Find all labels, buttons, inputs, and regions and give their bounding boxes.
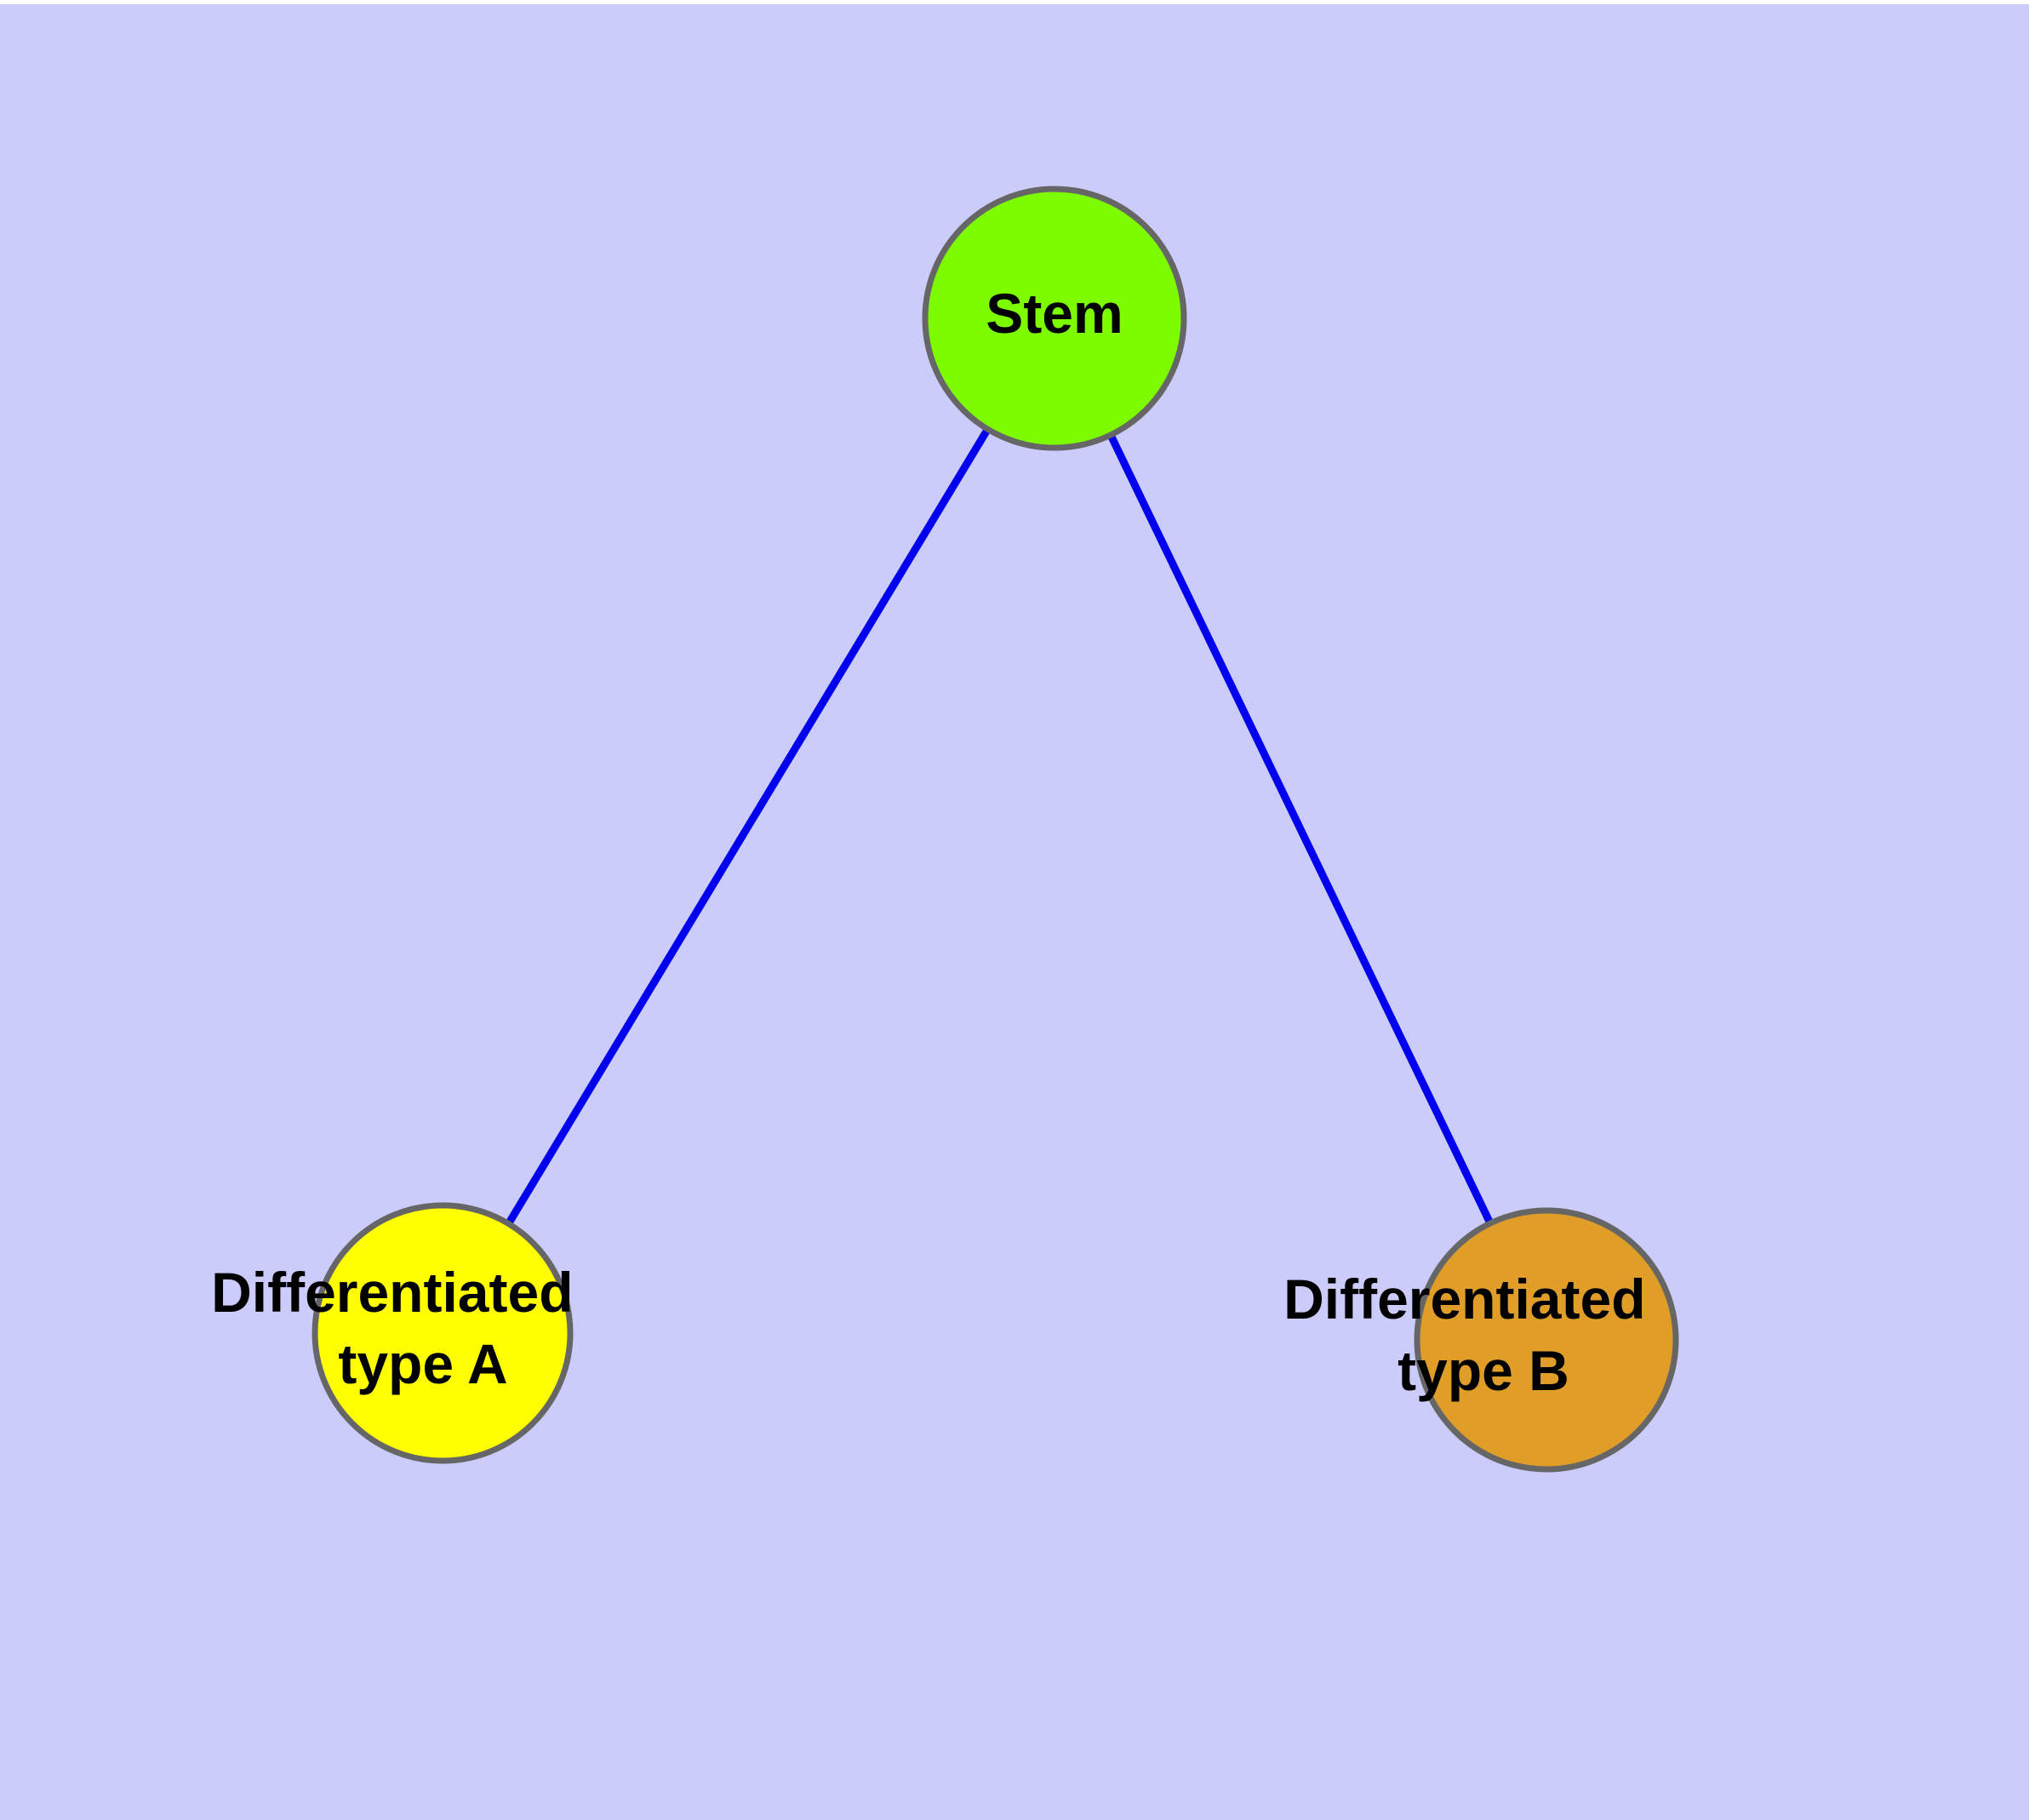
node-label-differentiated-a-line-2: type A — [338, 1332, 507, 1395]
edge-stem-to-differentiated-b[interactable] — [1106, 430, 1495, 1228]
edges-layer — [503, 424, 1495, 1229]
node-label-differentiated-a: Differentiated type A — [211, 1261, 589, 1395]
node-circle-differentiated-b[interactable] — [1414, 1207, 1679, 1473]
node-circle-differentiated-a[interactable] — [311, 1202, 574, 1464]
node-label-differentiated-b-line-2: type B — [1397, 1339, 1569, 1402]
node-label-stem: Stem — [986, 282, 1123, 345]
edge-stem-to-differentiated-a[interactable] — [503, 424, 993, 1229]
node-label-differentiated-b: Differentiated type B — [1283, 1268, 1661, 1402]
node-circle-stem[interactable] — [922, 186, 1187, 451]
labels-layer: Stem Differentiated type A Differentiate… — [211, 282, 1661, 1402]
node-differentiated-a[interactable] — [311, 1202, 574, 1464]
background-top-margin — [0, 0, 2029, 4]
nodes-layer — [311, 186, 1679, 1473]
node-differentiated-b[interactable] — [1414, 1207, 1679, 1473]
node-stem[interactable] — [922, 186, 1187, 451]
node-label-differentiated-a-line-1: Differentiated — [211, 1261, 573, 1324]
node-label-differentiated-b-line-1: Differentiated — [1283, 1268, 1645, 1331]
node-label-stem-line-1: Stem — [986, 282, 1123, 345]
